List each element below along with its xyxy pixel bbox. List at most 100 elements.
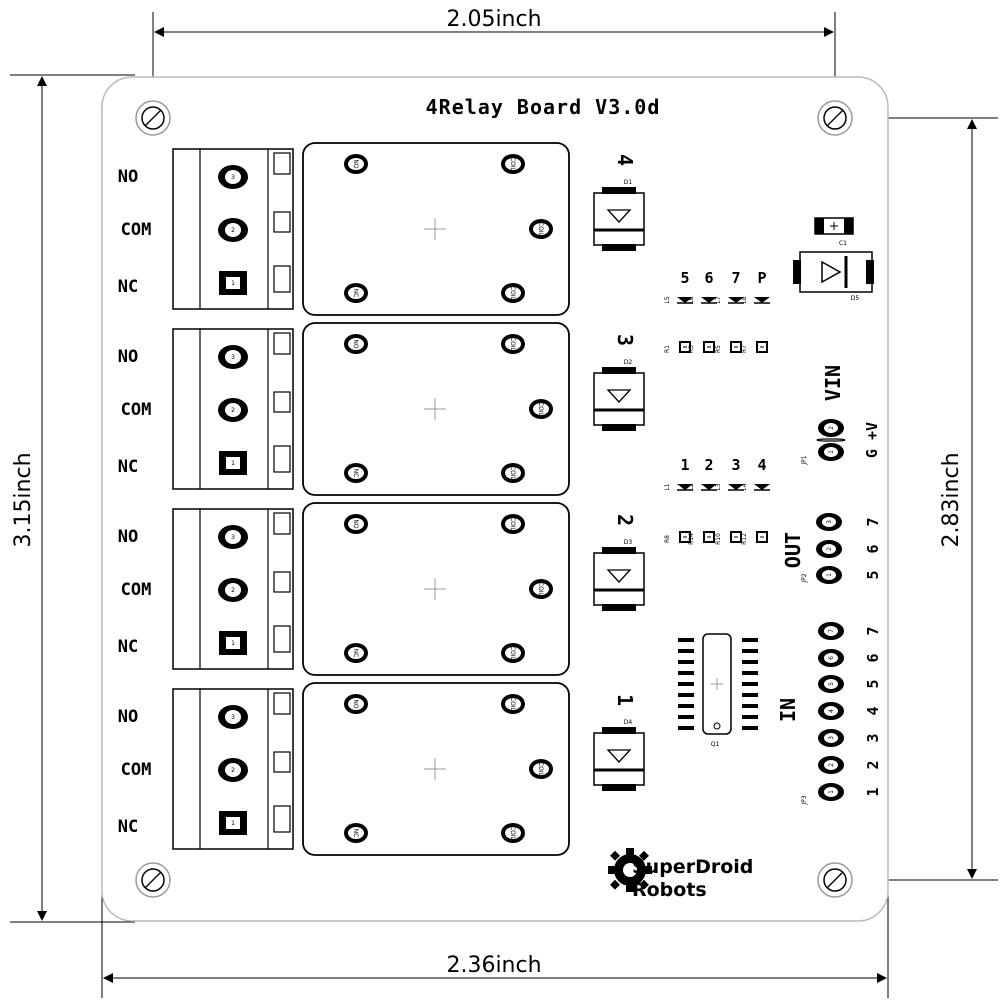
relay-pin-label: NC <box>352 289 359 298</box>
jp1-side-label: G +V <box>863 422 881 458</box>
resistor-ref: R7 <box>741 345 748 353</box>
resistor <box>703 531 715 543</box>
diode-ref: D3 <box>624 539 633 546</box>
ic-lead <box>678 715 694 719</box>
relay-diode <box>593 547 645 611</box>
header-pin-label: 2 <box>828 763 835 767</box>
bottom-width-label: 2.36inch <box>446 953 541 978</box>
jp1-ref: JP1 <box>801 455 808 465</box>
terminal-block: 321 <box>172 688 294 850</box>
resistor-ref: R12 <box>741 533 748 545</box>
terminal-pin-label: 2 <box>231 587 235 594</box>
terminal-block: 321 <box>172 148 294 310</box>
ic-lead <box>742 715 758 719</box>
ic-lead <box>742 682 758 686</box>
relay-pin-label: NO <box>352 699 359 708</box>
resistor <box>730 531 742 543</box>
led-ref: L3 <box>715 483 722 490</box>
diode-d5 <box>793 251 874 293</box>
header-side-label: 7 <box>864 517 882 526</box>
header-jp1: 12 <box>816 419 846 461</box>
terminal-block: 321 <box>172 508 294 670</box>
header-pin-label: 5 <box>828 682 835 686</box>
resistor-ref: R5 <box>715 345 722 353</box>
resistor-ref: R1 <box>664 345 671 353</box>
led-ref: L6 <box>688 296 695 303</box>
diode-ref: D2 <box>624 359 633 366</box>
header-side-label: 4 <box>864 706 882 715</box>
terminal-label-no: NO <box>118 527 138 547</box>
terminal-label-no: NO <box>118 347 138 367</box>
terminal-label-com: COM <box>121 400 152 420</box>
relay-number: 2 <box>613 514 637 526</box>
ic-lead <box>742 726 758 730</box>
led-number: 4 <box>757 456 766 474</box>
diode-ref: D4 <box>624 719 633 726</box>
terminal-pin-label: 3 <box>231 354 235 361</box>
terminal-label-nc: NC <box>118 817 138 837</box>
ic-q1 <box>678 633 758 735</box>
relay-diode <box>593 187 645 251</box>
jp2-ref: JP2 <box>801 573 808 583</box>
ic-lead <box>742 638 758 642</box>
diode-ref: D1 <box>624 179 633 186</box>
ic-lead <box>678 671 694 675</box>
relay-pin-label: COIL <box>537 402 544 417</box>
led <box>728 484 744 491</box>
right-height-label: 2.83inch <box>939 452 964 547</box>
ic-lead <box>742 649 758 653</box>
header-pin-label: 2 <box>826 547 833 551</box>
mounting-hole <box>135 862 171 898</box>
terminal-label-com: COM <box>121 760 152 780</box>
relay-pin-label: COIL <box>509 517 516 532</box>
terminal-label-nc: NC <box>118 457 138 477</box>
relay-number: 1 <box>613 694 637 706</box>
header-side-label: 5 <box>864 570 882 579</box>
header-pin-label: 4 <box>828 709 835 713</box>
header-side-label: 7 <box>864 626 882 635</box>
c1-ref: C1 <box>839 240 847 247</box>
ic-lead <box>742 704 758 708</box>
relay-pin-label: COIL <box>509 286 516 301</box>
resistor <box>703 341 715 353</box>
terminal-pin-label: 2 <box>231 407 235 414</box>
relay-pin-label: NC <box>352 829 359 838</box>
mounting-holes <box>135 100 853 898</box>
ic-lead <box>742 671 758 675</box>
header-pin-label: 2 <box>828 426 835 430</box>
relay-pin-label: NO <box>352 339 359 348</box>
header-outline <box>816 438 846 442</box>
mounting-hole <box>817 862 853 898</box>
board-title: 4Relay Board V3.0d <box>426 95 661 119</box>
left-height-label: 3.15inch <box>11 452 36 547</box>
resistor <box>756 531 768 543</box>
terminal-block: 3 2 1 <box>172 328 294 490</box>
header-pin-label: 1 <box>828 790 835 794</box>
relay-pin-label: COIL <box>509 157 516 172</box>
relay-pin-label: COIL <box>509 337 516 352</box>
led-array: 5L5R16L6R37L7R5PL8R71L1R82L2R143L3R104L4… <box>664 269 770 545</box>
terminal-label-nc: NC <box>118 637 138 657</box>
resistor-ref: R8 <box>664 535 671 543</box>
in-label: IN <box>776 698 800 722</box>
header-pin-label: 7 <box>828 629 835 633</box>
terminal-pin-label: 3 <box>231 714 235 721</box>
led <box>754 484 770 491</box>
terminal-pin-label: 1 <box>231 460 235 467</box>
resistor-ref: R10 <box>715 533 722 545</box>
vin-label: VIN <box>821 365 845 401</box>
relay-number: 3 <box>613 334 637 346</box>
terminal-label-nc: NC <box>118 277 138 297</box>
header-pin-label: 1 <box>828 450 835 454</box>
resistor-ref: R14 <box>688 533 695 545</box>
led <box>701 484 717 491</box>
terminal-pin-label: 3 <box>231 534 235 541</box>
relay-diode <box>593 727 645 791</box>
led-number: 5 <box>680 269 689 287</box>
d5-ref: D5 <box>851 295 860 302</box>
